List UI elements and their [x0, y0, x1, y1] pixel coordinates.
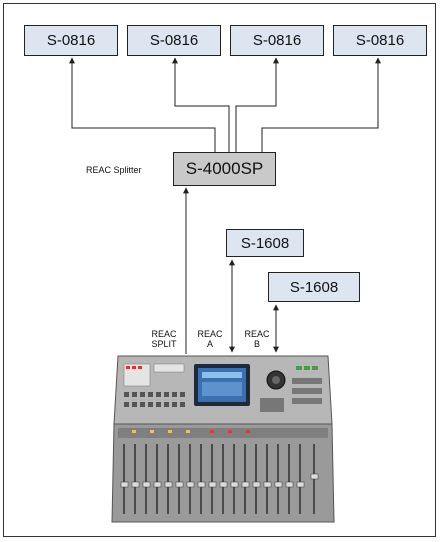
- unit-label: S-0816: [355, 32, 405, 49]
- unit-label: S-1608: [289, 278, 339, 296]
- line-to-unit-4: [261, 57, 381, 152]
- s4000sp-splitter: S-4000SP: [173, 152, 276, 186]
- splitter-caption: REAC Splitter: [86, 165, 142, 175]
- unit-label: S-1608: [240, 234, 290, 252]
- unit-label: S-0816: [252, 32, 302, 49]
- s0816-unit-3: S-0816: [230, 25, 324, 56]
- splitter-label: S-4000SP: [185, 159, 264, 178]
- s1608-unit-a: S-1608: [226, 229, 304, 257]
- mixing-console-icon: [111, 355, 335, 523]
- port-label-reac-split: REAC SPLIT: [151, 329, 177, 349]
- s0816-unit-4: S-0816: [333, 25, 427, 56]
- port-label-reac-b: REAC B: [244, 329, 270, 349]
- s0816-unit-2: S-0816: [127, 25, 221, 56]
- s0816-unit-1: S-0816: [24, 25, 118, 56]
- line-to-unit-3: [235, 57, 279, 152]
- s1608-unit-b: S-1608: [268, 272, 360, 302]
- line-to-unit-1: [69, 57, 216, 152]
- unit-label: S-0816: [46, 32, 96, 49]
- port-label-reac-a: REAC A: [197, 329, 223, 349]
- unit-label: S-0816: [149, 32, 199, 49]
- line-to-unit-2: [172, 57, 230, 152]
